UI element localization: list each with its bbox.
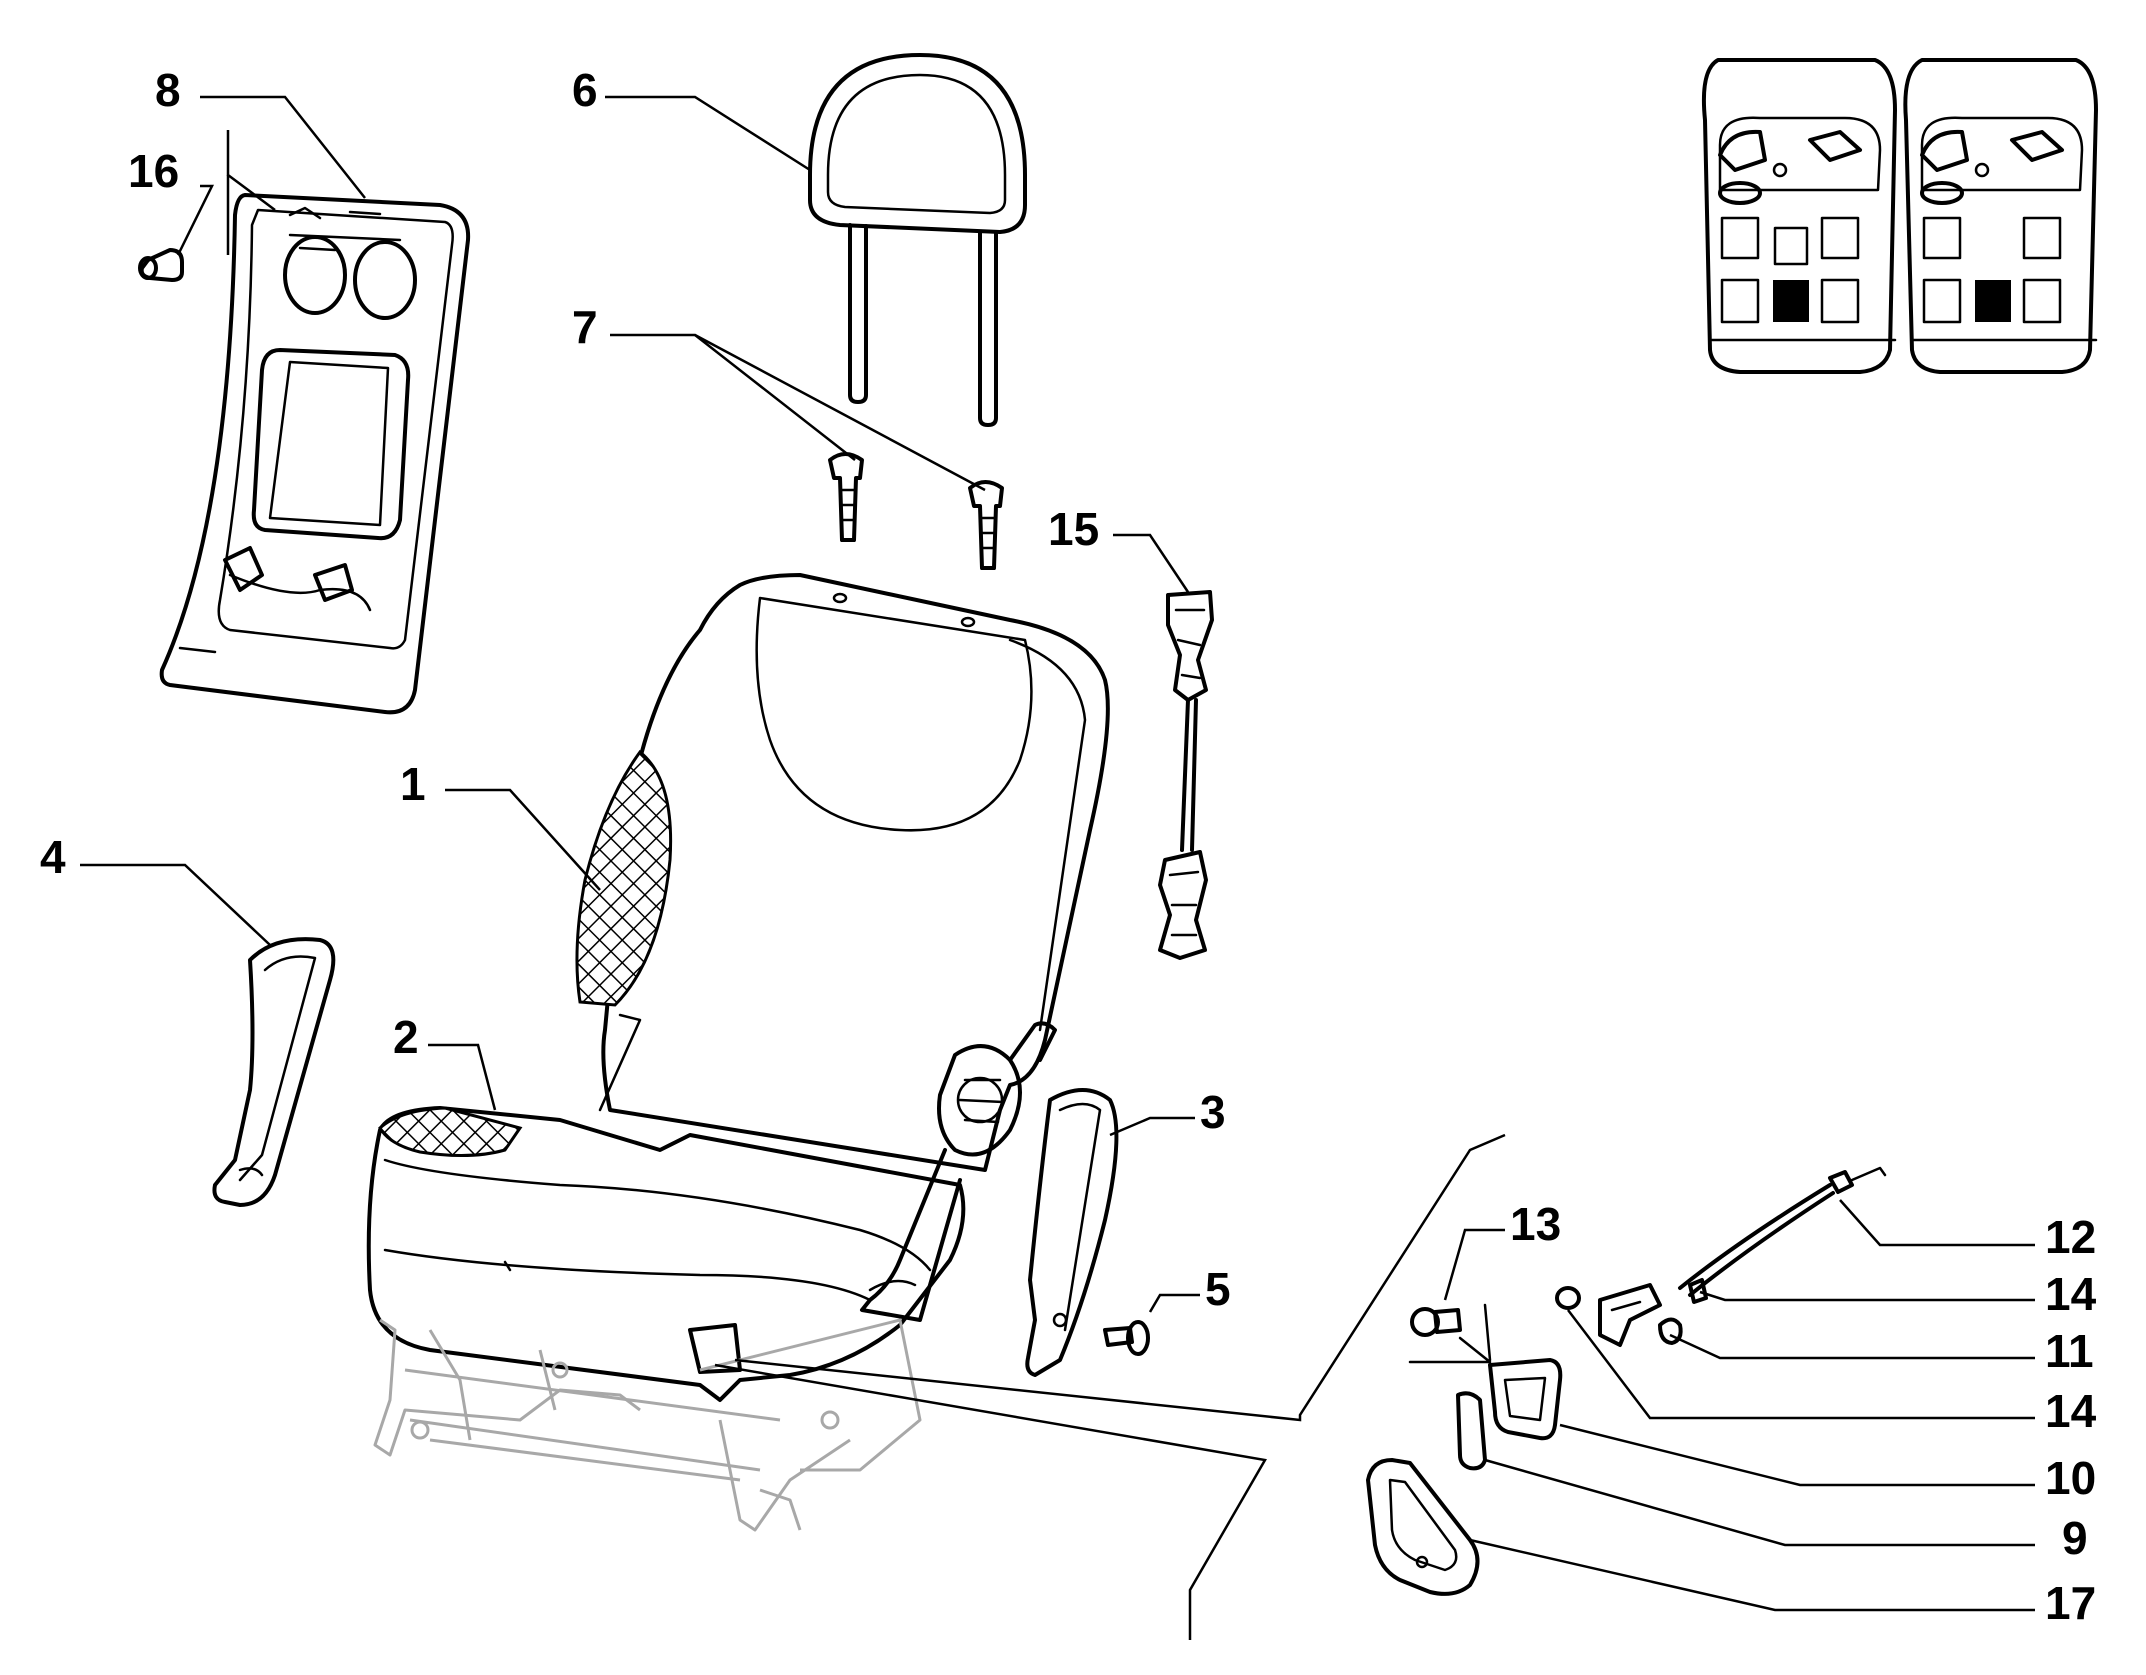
seat-frame [373, 1318, 922, 1532]
part-12-cable [1678, 1166, 1887, 1304]
part-4-side-trim-left [212, 937, 336, 1207]
label-part-14-lower: 14 [2045, 1385, 2097, 1437]
section-line-lower [714, 1363, 1267, 1640]
part-5-screw [1103, 1320, 1150, 1356]
part-number-labels: 8 16 6 7 15 1 4 2 3 5 13 12 14 11 14 10 … [40, 64, 2097, 1629]
part-9-trim-cap [1456, 1391, 1487, 1471]
recliner-mechanism [860, 1021, 1057, 1322]
part-15-strap [1158, 590, 1214, 960]
assembly-bracket-lines [1408, 1303, 1492, 1364]
label-part-3: 3 [1200, 1086, 1226, 1138]
part-17-bezel [1366, 1458, 1480, 1596]
label-part-7: 7 [572, 301, 598, 353]
label-part-9: 9 [2062, 1512, 2088, 1564]
part-8-backrest-rear-panel [159, 193, 471, 715]
label-part-8: 8 [155, 64, 181, 116]
seat-map-right [1903, 58, 2098, 374]
label-part-17: 17 [2045, 1577, 2096, 1629]
label-part-6: 6 [572, 64, 598, 116]
part-16-clip [138, 248, 184, 282]
label-part-2: 2 [393, 1011, 419, 1063]
part-6-headrest [808, 53, 1027, 427]
part-10-handle [1488, 1358, 1563, 1441]
label-part-10: 10 [2045, 1452, 2096, 1504]
part-13-screw [1410, 1307, 1462, 1337]
label-part-11: 11 [2045, 1325, 2094, 1377]
part-1-backrest [598, 573, 1110, 1172]
label-part-14-upper: 14 [2045, 1268, 2097, 1320]
leader-lines [80, 95, 2035, 1612]
part-7-headrest-guides [828, 452, 1004, 570]
label-part-1: 1 [400, 758, 426, 810]
part-2-seat-cushion [366, 1106, 966, 1402]
seat-map-right-selected-cell [1975, 280, 2011, 322]
part-14-clip-b [1658, 1317, 1683, 1345]
seat-map-left-selected-cell [1773, 280, 1809, 322]
label-part-5: 5 [1205, 1263, 1231, 1315]
part-11-lever [1598, 1283, 1662, 1347]
label-part-16: 16 [128, 145, 179, 197]
part-1-backrest-mesh-panel [575, 749, 673, 1007]
label-part-13: 13 [1510, 1198, 1561, 1250]
label-part-4: 4 [40, 831, 66, 883]
section-line-upper [734, 1133, 1506, 1422]
part-14-washer-a [1555, 1286, 1581, 1310]
part-3-side-trim-right [1025, 1088, 1119, 1377]
seat-map-left [1701, 58, 1897, 374]
label-part-15: 15 [1048, 503, 1099, 555]
part-2-seat-cushion-mesh [378, 1106, 523, 1158]
label-part-12: 12 [2045, 1211, 2096, 1263]
